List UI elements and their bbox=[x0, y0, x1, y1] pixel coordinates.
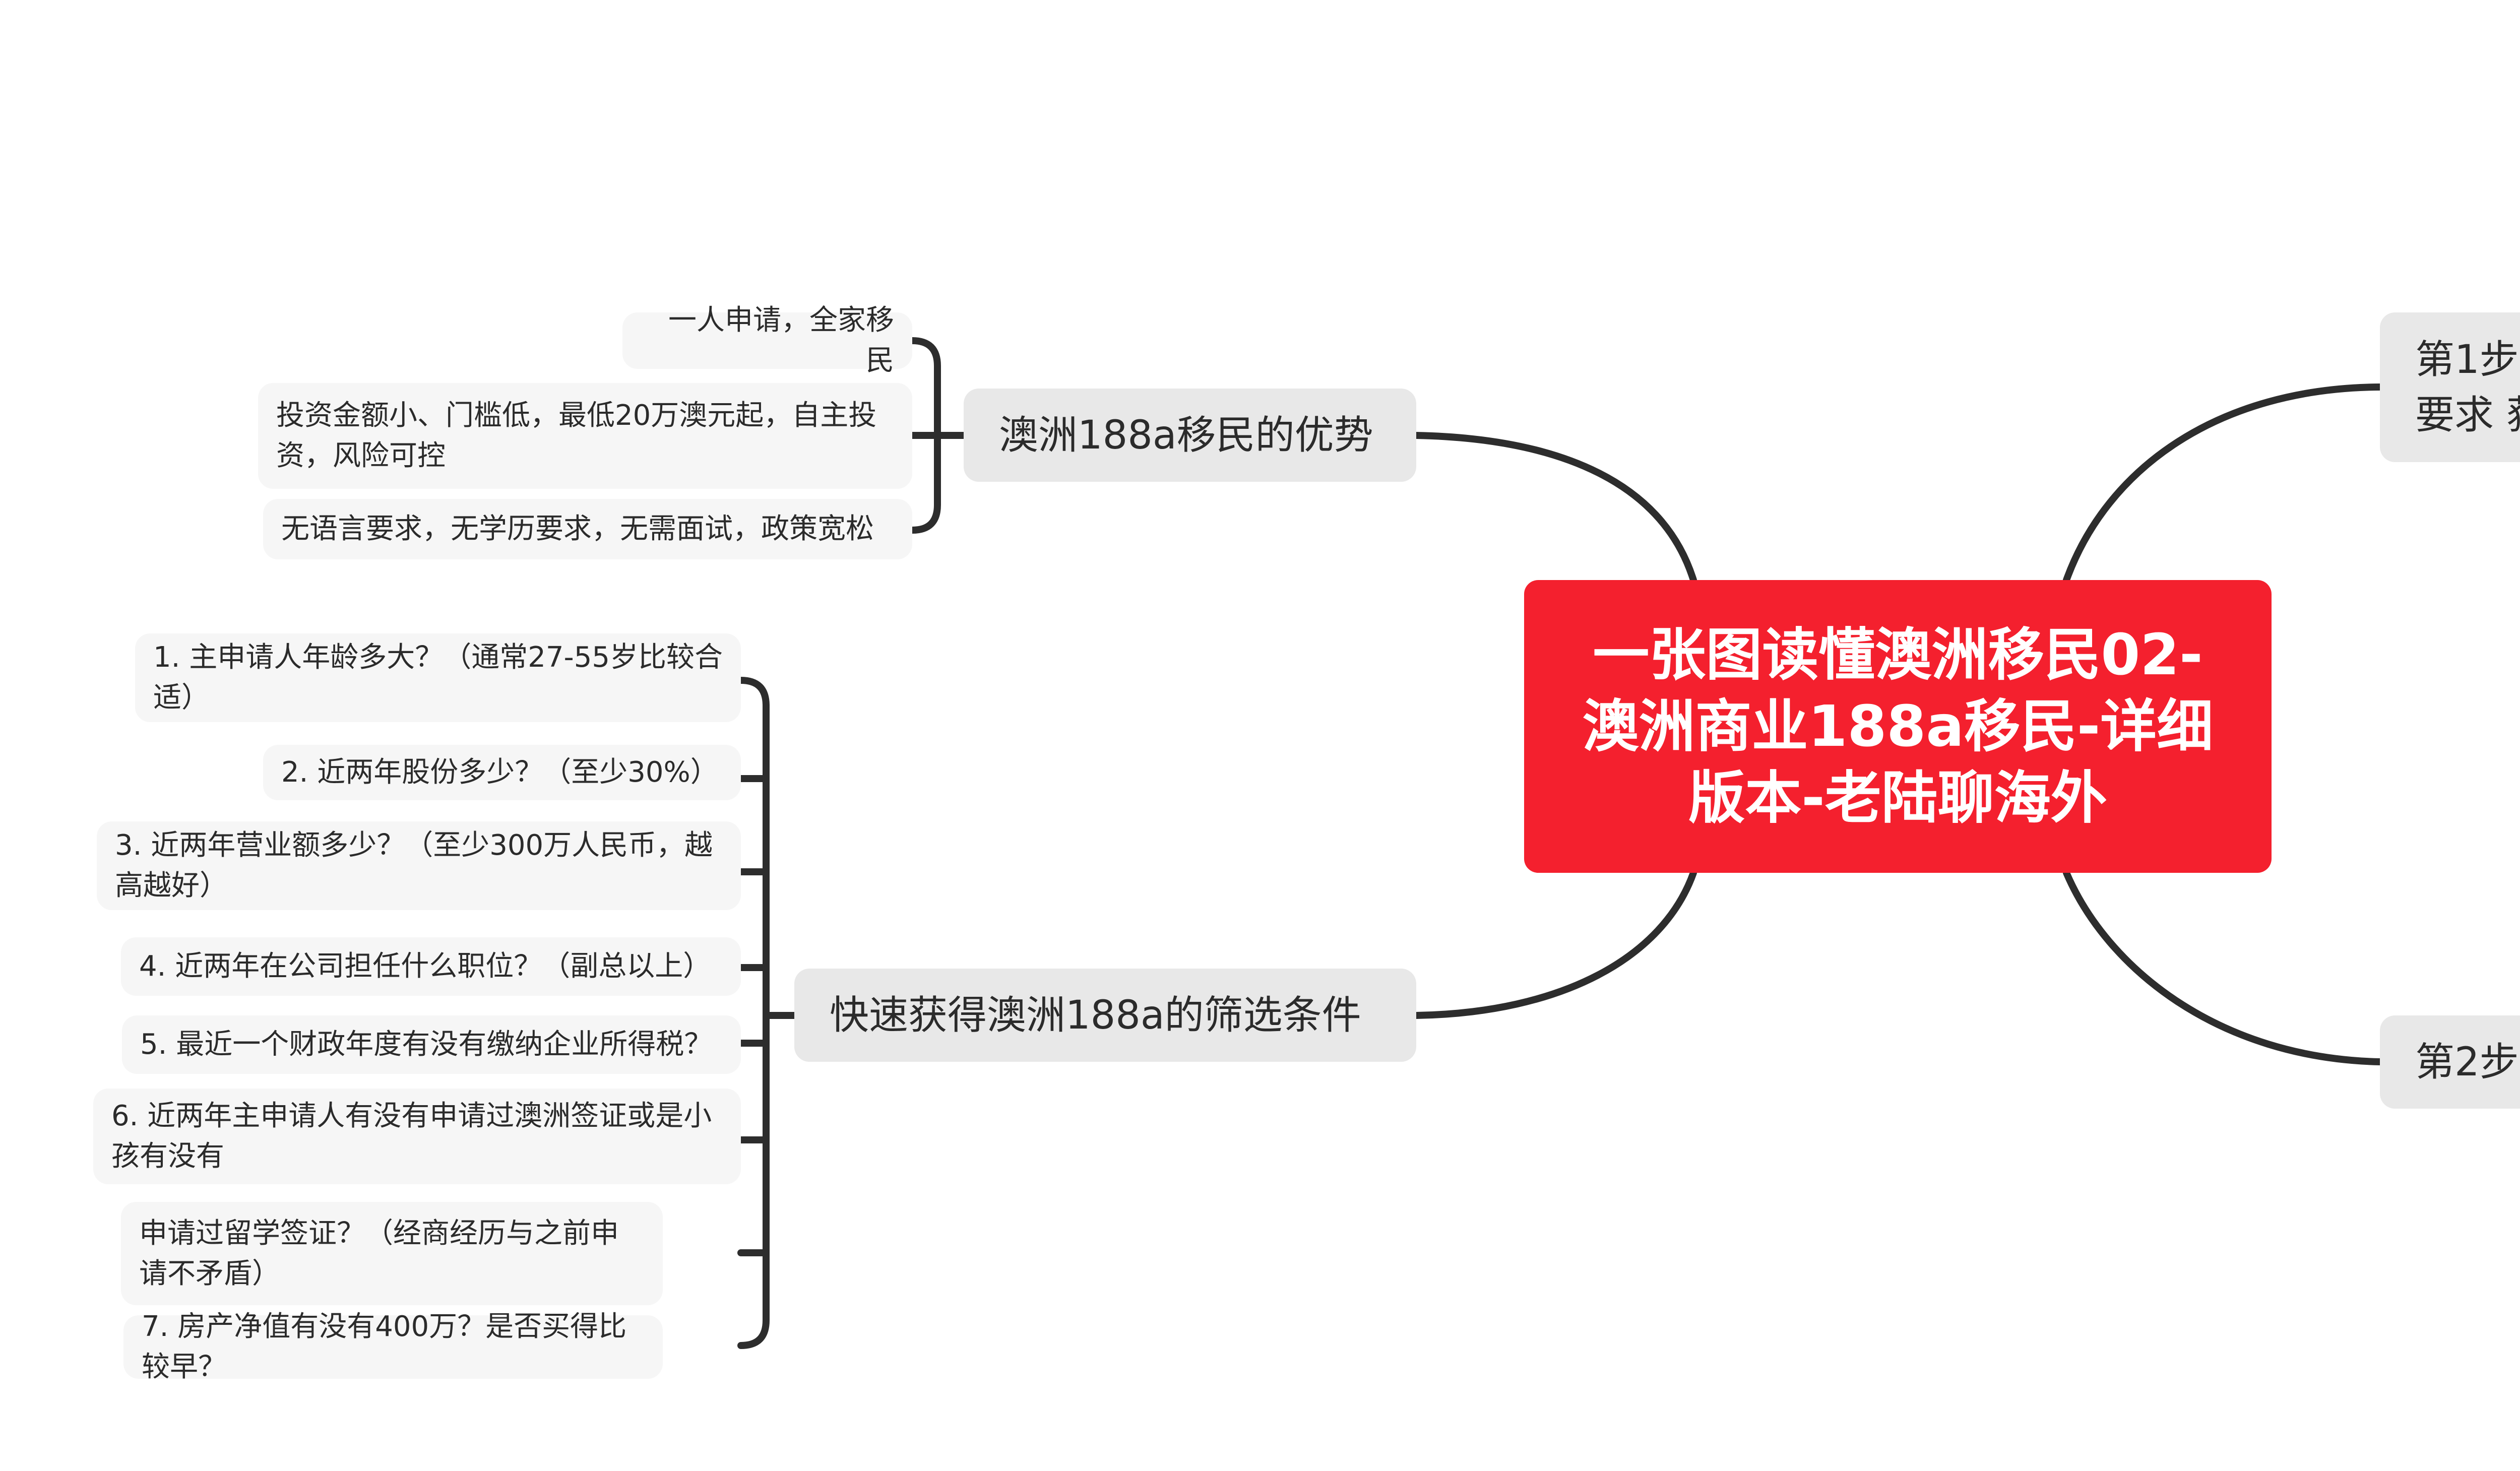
central-topic-line-3: 版本-老陆聊海外 bbox=[1688, 765, 2107, 831]
subtopic-screening-4[interactable]: 4. 近两年在公司担任什么职位？（副总以上） bbox=[121, 937, 741, 996]
subtopic-screening-8[interactable]: 7. 房产净值有没有400万？是否买得比较早？ bbox=[123, 1310, 663, 1383]
subtopic-screening-1[interactable]: 1. 主申请人年龄多大？（通常27-55岁比较合适） bbox=[135, 633, 741, 722]
central-topic-line-1: 一张图读懂澳洲移民02- bbox=[1593, 622, 2203, 688]
main-topic-label: 快速获得澳洲188a的筛选条件 bbox=[830, 992, 1361, 1038]
main-topic-step2[interactable]: 第2步：到达澳洲后 bbox=[2380, 1015, 2520, 1109]
main-topic-screening[interactable]: 快速获得澳洲188a的筛选条件 bbox=[794, 969, 1416, 1062]
subtopic-screening-2[interactable]: 2. 近两年股份多少？（至少30%） bbox=[263, 745, 741, 800]
subtopic-screening-3[interactable]: 3. 近两年营业额多少？（至少300万人民币，越高越好） bbox=[97, 821, 741, 910]
subtopic-screening-7[interactable]: 申请过留学签证？（经商经历与之前申请不矛盾） bbox=[121, 1202, 663, 1305]
subtopic-screening-5[interactable]: 5. 最近一个财政年度有没有缴纳企业所得税？ bbox=[122, 1015, 741, 1074]
central-topic-line-2: 澳洲商业188a移民-详细 bbox=[1582, 693, 2214, 759]
central-topic[interactable]: 一张图读懂澳洲移民02- 澳洲商业188a移民-详细 版本-老陆聊海外 bbox=[1524, 580, 2272, 873]
subtopic-screening-6[interactable]: 6. 近两年主申请人有没有申请过澳洲签证或是小孩有没有 bbox=[93, 1089, 741, 1184]
main-topic-label: 第2步：到达澳洲后 bbox=[2415, 1039, 2520, 1085]
main-topic-label: 澳洲188a移民的优势 bbox=[999, 412, 1373, 458]
main-topic-advantages[interactable]: 澳洲188a移民的优势 bbox=[964, 389, 1416, 482]
subtopic-advantage-1[interactable]: 一人申请，全家移民 bbox=[622, 304, 912, 377]
subtopic-advantage-3[interactable]: 无语言要求，无学历要求，无需面试，政策宽松 bbox=[263, 499, 912, 559]
main-topic-step1[interactable]: 第1步：满足国内的企业家的评分要求 获得临居卡 bbox=[2380, 312, 2520, 462]
subtopic-advantage-2[interactable]: 投资金额小、门槛低，最低20万澳元起，自主投资，风险可控 bbox=[258, 383, 912, 489]
main-topic-label: 第1步：满足国内的企业家的评分要求 获得临居卡 bbox=[2415, 337, 2520, 438]
